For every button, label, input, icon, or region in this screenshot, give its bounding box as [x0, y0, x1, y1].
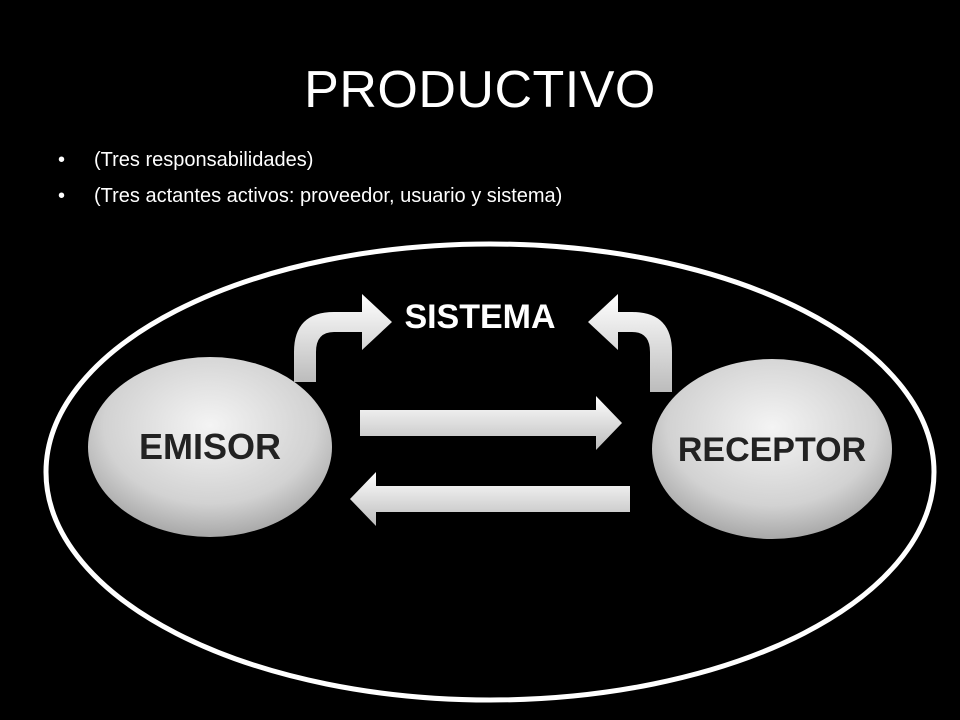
arrow-receptor-to-sistema: [588, 294, 672, 392]
emisor-node: [88, 357, 332, 537]
bullet-item: • (Tres responsabilidades): [56, 142, 562, 178]
receptor-label: RECEPTOR: [678, 431, 866, 469]
bullet-list: • (Tres responsabilidades) • (Tres actan…: [56, 142, 562, 214]
bullet-item: • (Tres actantes activos: proveedor, usu…: [56, 178, 562, 214]
receptor-node: [652, 359, 892, 539]
bullet-text: (Tres responsabilidades): [94, 149, 314, 171]
arrow-emisor-to-sistema: [294, 294, 392, 382]
slide-title: PRODUCTIVO: [304, 61, 656, 119]
bullet-dot-icon: •: [58, 185, 66, 207]
arrow-receptor-to-emisor: [350, 472, 630, 526]
system-boundary-ellipse: [43, 241, 937, 703]
sistema-label: SISTEMA: [404, 298, 555, 336]
arrow-emisor-to-receptor: [360, 396, 622, 450]
bullet-dot-icon: •: [58, 149, 66, 171]
emisor-label: EMISOR: [139, 426, 281, 467]
bullet-text: (Tres actantes activos: proveedor, usuar…: [94, 185, 563, 207]
